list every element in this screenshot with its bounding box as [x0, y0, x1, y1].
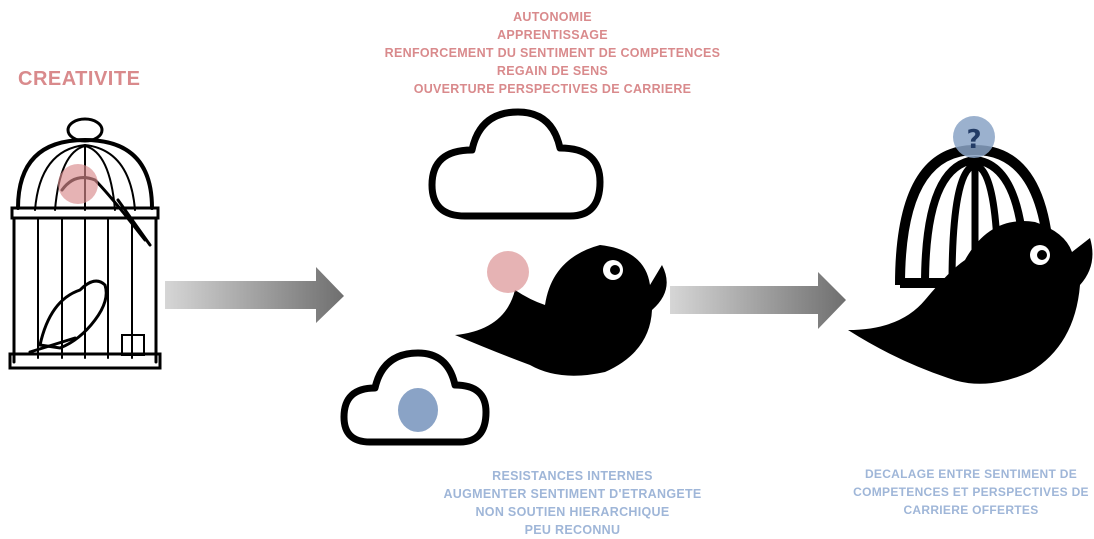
- pink-dot: [487, 251, 529, 293]
- positive-factor: REGAIN DE SENS: [496, 64, 609, 78]
- arrow-right-icon: [670, 272, 846, 329]
- cloud-icon: [428, 108, 604, 220]
- positive-factors-list: AUTONOMIE APPRENTISSAGE RENFORCEMENT DU …: [380, 8, 725, 98]
- cloud-icon: [340, 349, 490, 446]
- question-mark: ?: [966, 125, 981, 155]
- result-line: DECALAGE ENTRE SENTIMENT DE: [864, 467, 1078, 481]
- result-line: COMPETENCES ET PERSPECTIVES DE: [853, 485, 1089, 499]
- positive-factor: RENFORCEMENT DU SENTIMENT DE COMPETENCES: [384, 46, 721, 60]
- positive-factor: AUTONOMIE: [513, 10, 592, 24]
- birdcage-with-bird-icon: [8, 117, 162, 370]
- positive-factor: APPRENTISSAGE: [497, 28, 608, 42]
- blue-dot: [398, 388, 438, 432]
- flying-bird-icon: [455, 245, 667, 376]
- negative-factor: NON SOUTIEN HIERARCHIQUE: [475, 505, 670, 519]
- negative-factors-list: RESISTANCES INTERNES AUGMENTER SENTIMENT…: [420, 467, 725, 539]
- bird-in-cage-icon: [848, 144, 1093, 384]
- negative-factor: RESISTANCES INTERNES: [492, 469, 653, 483]
- pink-dot: [58, 164, 98, 204]
- result-line: CARRIERE OFFERTES: [903, 503, 1039, 517]
- negative-factor: PEU RECONNU: [524, 523, 621, 537]
- positive-factor: OUVERTURE PERSPECTIVES DE CARRIERE: [413, 82, 692, 96]
- creativite-label: CREATIVITE: [18, 68, 141, 90]
- result-text: DECALAGE ENTRE SENTIMENT DE COMPETENCES …: [848, 465, 1094, 519]
- negative-factor: AUGMENTER SENTIMENT D'ETRANGETE: [443, 487, 702, 501]
- arrow-right-icon: [165, 267, 344, 323]
- blue-dot: [953, 116, 995, 158]
